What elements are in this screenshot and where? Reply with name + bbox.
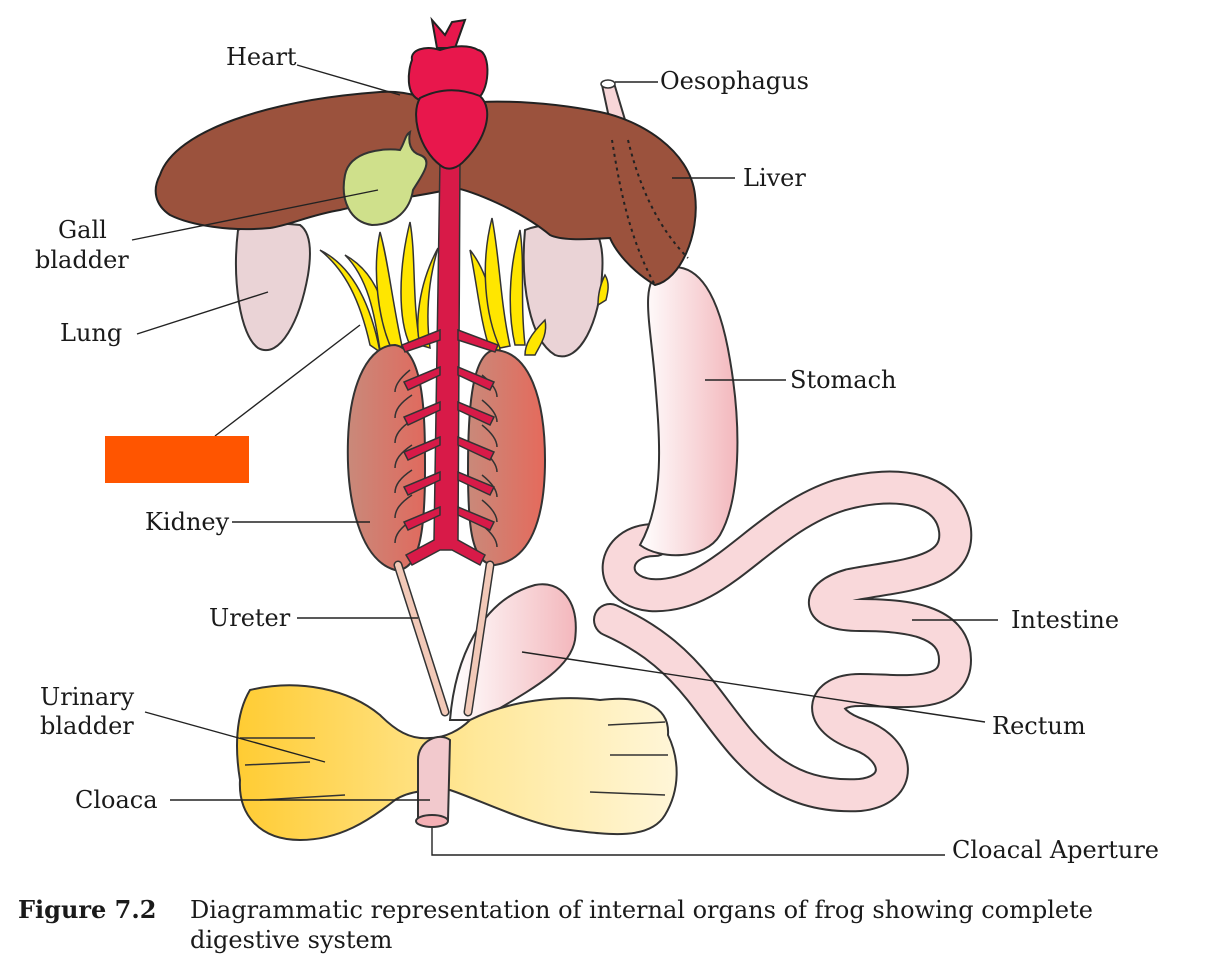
rectum-shape	[448, 583, 577, 721]
label-urinary-bladder-line2: bladder	[40, 712, 134, 740]
label-ureter: Ureter	[209, 604, 291, 632]
label-stomach: Stomach	[790, 366, 897, 394]
redacted-label-box	[105, 436, 249, 483]
label-intestine: Intestine	[1011, 606, 1119, 634]
label-cloaca: Cloaca	[75, 786, 158, 814]
figure-number: Figure 7.2	[18, 895, 157, 924]
label-gall-bladder-line1: Gall	[58, 216, 107, 244]
label-liver: Liver	[743, 164, 806, 192]
cloaca-shape	[417, 735, 452, 824]
figure-caption-text: Diagrammatic representation of internal …	[190, 896, 1093, 954]
stomach-shape	[638, 266, 739, 557]
label-kidney: Kidney	[145, 508, 230, 536]
heart-shape	[407, 16, 489, 170]
label-gall-bladder-line2: bladder	[35, 246, 129, 274]
label-heart: Heart	[226, 43, 297, 71]
label-urinary-bladder-line1: Urinary	[40, 683, 135, 711]
left-lung-shape	[235, 222, 311, 352]
label-lung: Lung	[60, 319, 122, 347]
dorsal-aorta-shape	[401, 159, 499, 567]
fat-bodies-left	[319, 221, 439, 354]
fat-bodies-right	[469, 217, 609, 356]
label-rectum: Rectum	[992, 712, 1086, 740]
label-cloacal-aperture: Cloacal Aperture	[952, 836, 1159, 864]
gall-bladder-shape	[342, 129, 428, 227]
label-oesophagus: Oesophagus	[660, 67, 809, 95]
urinary-bladder-shape	[236, 684, 678, 842]
